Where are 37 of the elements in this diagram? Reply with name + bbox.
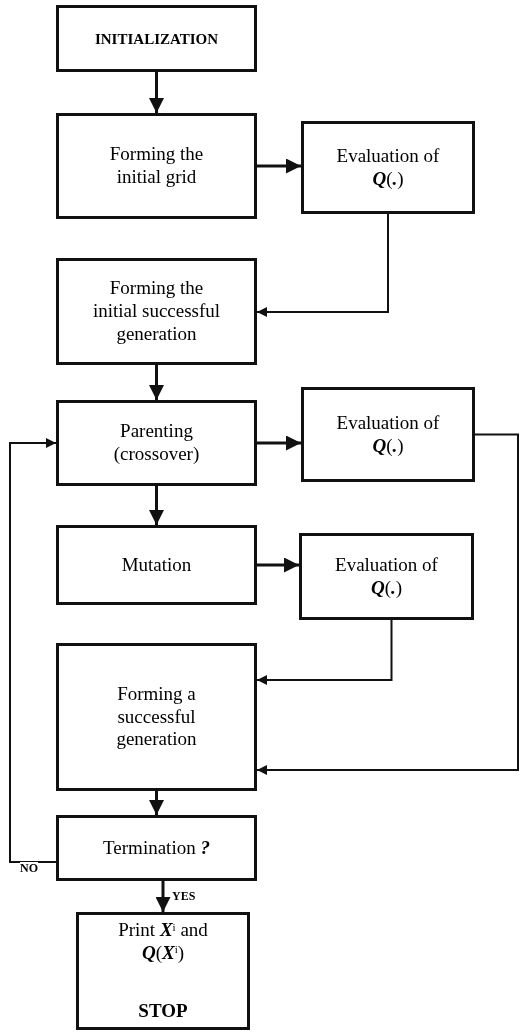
arrow [149, 72, 164, 113]
arrow [149, 486, 164, 525]
box-text: Forming a successful generation [115, 682, 198, 752]
box-text: Evaluation of Q(.) [334, 553, 439, 600]
process-box [56, 525, 257, 605]
process-box [56, 113, 257, 219]
process-box [56, 258, 257, 365]
box-text: STOP [138, 1000, 188, 1023]
box-text: Evaluation of Q(.) [335, 411, 441, 458]
arrow [149, 791, 164, 815]
process-box [56, 815, 257, 881]
arrow [149, 365, 164, 400]
arrow [257, 435, 301, 451]
arrow [256, 433, 519, 775]
arrow [256, 213, 389, 317]
arrow [155, 881, 171, 912]
arrow [256, 619, 393, 685]
process-box [299, 533, 474, 620]
box-text: Forming the initial grid [108, 143, 205, 189]
process-box [301, 121, 475, 214]
box-text: Print X$^{i}$ and Q(X$^{i}$) [117, 919, 209, 965]
process-box [56, 643, 257, 791]
box-text: Parenting (crossover) [112, 420, 201, 466]
box-text: Mutation [121, 553, 192, 577]
box-text: Termination ? [103, 836, 210, 860]
arrow [9, 438, 57, 863]
box-text: Evaluation of Q(.) [335, 144, 441, 191]
arrow [257, 158, 301, 174]
process-box [56, 5, 257, 72]
edge-label: YES [172, 890, 196, 902]
process-box [56, 400, 257, 486]
box-text: Forming the initial successful generation [91, 277, 222, 346]
edge-label: NO [20, 862, 38, 874]
process-box [76, 912, 250, 1030]
process-box [301, 387, 475, 482]
box-text: INITIALIZATION [94, 29, 219, 48]
arrow [257, 557, 299, 573]
